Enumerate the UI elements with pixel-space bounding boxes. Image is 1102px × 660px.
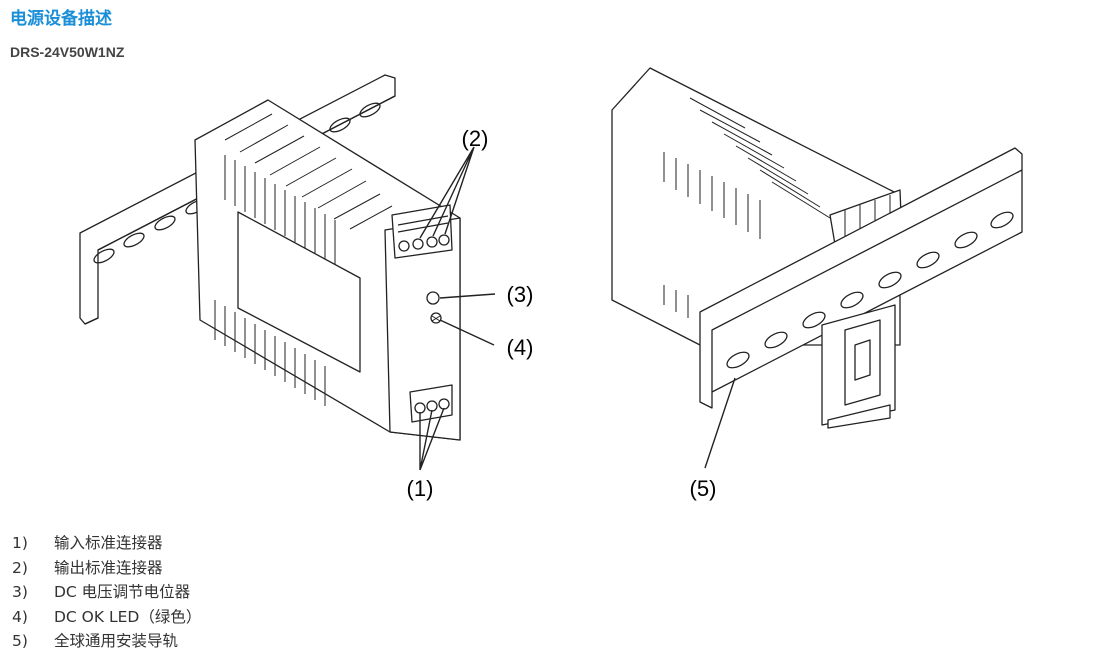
legend-number: 1) xyxy=(12,534,28,552)
legend-number: 3) xyxy=(12,583,28,601)
legend-number: 2) xyxy=(12,558,28,577)
legend-item: 4) DC OK LED（绿色） xyxy=(12,605,201,630)
legend-item: 2) 输出标准连接器 xyxy=(12,556,201,581)
side-vents xyxy=(214,155,336,406)
legend-text: DC OK LED（绿色） xyxy=(54,607,202,626)
rear-top-vents xyxy=(689,97,831,219)
mounting-clip xyxy=(821,304,896,429)
callout-5: (5) xyxy=(690,476,717,501)
top-vents xyxy=(224,113,393,230)
rear-view-drawing xyxy=(611,67,1023,469)
front-view-drawing xyxy=(79,74,496,471)
legend-text: DC 电压调节电位器 xyxy=(54,583,191,601)
legend-text: 全球通用安装导轨 xyxy=(54,632,179,650)
callout-3: (3) xyxy=(507,282,534,307)
rear-side-vents xyxy=(663,152,761,318)
legend-item: 3) DC 电压调节电位器 xyxy=(12,580,201,605)
legend-number: 5) xyxy=(12,632,28,650)
legend-text: 输出标准连接器 xyxy=(54,558,163,577)
model-number: DRS-24V50W1NZ xyxy=(10,44,125,60)
callout-4: (4) xyxy=(507,335,534,360)
callout-2: (2) xyxy=(462,126,489,151)
legend-number: 4) xyxy=(12,607,28,626)
dc-ok-led xyxy=(430,312,442,324)
rail-slots-right xyxy=(726,211,1014,369)
legend-list: 1) 输入标准连接器 2) 输出标准连接器 3) DC 电压调节电位器 4) DC OK… xyxy=(12,531,201,654)
voltage-pot xyxy=(426,291,440,305)
output-terminals xyxy=(391,204,453,259)
legend-item: 1) 输入标准连接器 xyxy=(12,531,201,556)
device-illustration: (2) (3) (4) (1) (5) xyxy=(79,67,1023,501)
legend-item: 5) 全球通用安装导轨 xyxy=(12,629,201,654)
callout-1: (1) xyxy=(407,476,434,501)
page-title: 电源设备描述 xyxy=(10,9,112,29)
legend-text: 输入标准连接器 xyxy=(54,534,163,552)
